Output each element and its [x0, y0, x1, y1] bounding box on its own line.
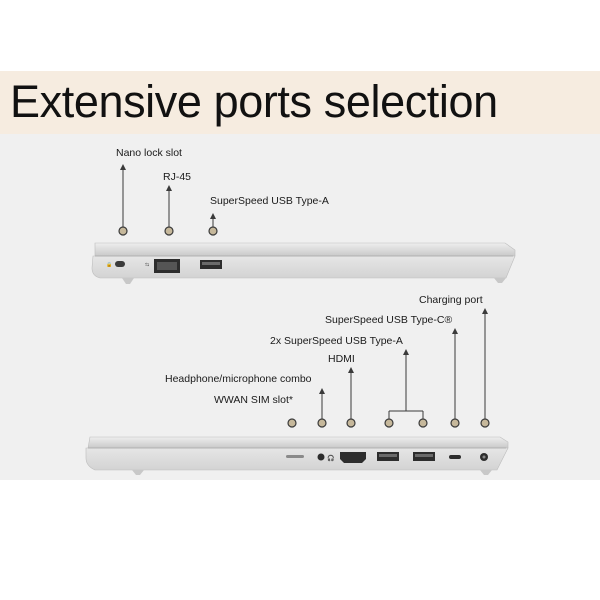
title-band [0, 71, 600, 134]
hdmi-port [340, 452, 366, 463]
usb-a-port-left [200, 260, 222, 269]
page-title: Extensive ports selection [10, 76, 498, 127]
label-headphone: Headphone/microphone combo [165, 373, 312, 385]
svg-text:🔒: 🔒 [106, 261, 112, 268]
headphone-jack-port: 🎧 [317, 453, 334, 462]
label-usb-a-right: 2x SuperSpeed USB Type-A [270, 335, 403, 347]
leader-usb-a-left [208, 213, 218, 236]
svg-text:🎧: 🎧 [327, 454, 334, 462]
label-nano-lock-slot: Nano lock slot [116, 147, 182, 159]
svg-text:⇆: ⇆ [145, 262, 149, 268]
label-wwan-sim: WWAN SIM slot* [214, 394, 293, 406]
leader-wwan-sim [287, 418, 297, 428]
label-usb-c: SuperSpeed USB Type-C® [325, 314, 452, 326]
leader-usb-c [450, 328, 460, 428]
usb-a-port-right-1 [377, 452, 399, 461]
usb-a-port-right-2 [413, 452, 435, 461]
leader-usb-a-right [384, 349, 428, 428]
nano-lock-slot-port: 🔒 [106, 261, 125, 268]
leader-headphone [317, 388, 327, 428]
label-charging-port: Charging port [419, 294, 483, 306]
laptop-photo-area [0, 134, 600, 480]
label-hdmi: HDMI [328, 353, 355, 365]
rj45-port: ⇆ [145, 259, 180, 273]
laptop-right-side: 🎧 [85, 436, 509, 475]
leader-rj45 [164, 185, 174, 236]
usb-c-port [449, 455, 461, 459]
wwan-sim-slot-port [286, 455, 304, 458]
label-usb-a-left: SuperSpeed USB Type-A [210, 195, 329, 207]
charging-port [480, 453, 488, 461]
leader-hdmi [346, 367, 356, 428]
leader-nano-lock [118, 164, 128, 236]
laptop-left-side: 🔒 ⇆ [91, 242, 516, 284]
label-rj45: RJ-45 [163, 171, 191, 183]
leader-charging [480, 308, 490, 428]
